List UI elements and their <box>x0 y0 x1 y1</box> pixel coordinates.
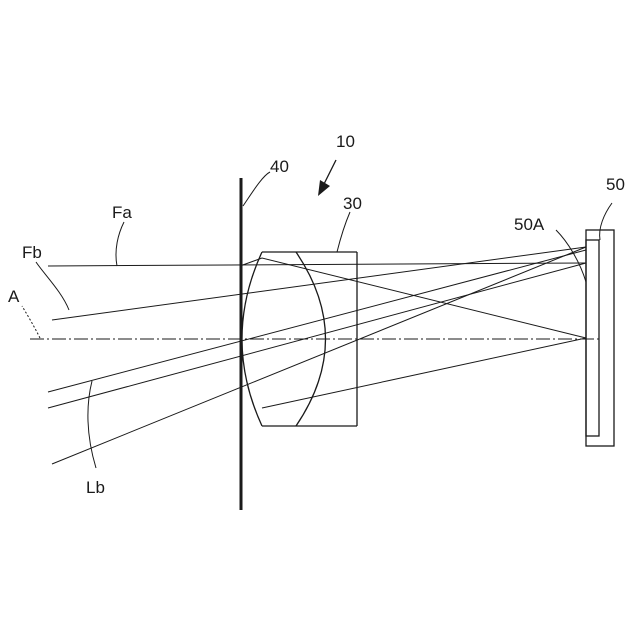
leader-lb <box>88 381 96 468</box>
label-lb: Lb <box>86 478 105 497</box>
sensor-housing <box>586 230 614 446</box>
leader-a <box>22 306 40 338</box>
leader-fb <box>36 262 69 310</box>
sensor <box>586 230 614 446</box>
leader-50a <box>556 230 586 282</box>
leader-lines <box>22 160 612 468</box>
ray-axis-upper <box>240 258 586 338</box>
label-a: A <box>8 287 20 306</box>
label-fa: Fa <box>112 203 132 222</box>
label-10: 10 <box>336 132 355 151</box>
leader-fa <box>116 222 124 266</box>
label-50: 50 <box>606 175 625 194</box>
leader-40 <box>243 172 270 206</box>
ray-axis-lower <box>262 338 586 408</box>
label-fb: Fb <box>22 243 42 262</box>
arrow-10-head <box>318 180 330 196</box>
ray-fa-upper <box>48 263 586 266</box>
leader-30 <box>337 212 350 252</box>
leader-50 <box>600 203 612 240</box>
arrow-10-shaft <box>323 160 336 186</box>
ray-fb-upper <box>52 247 586 320</box>
label-50a: 50A <box>514 215 545 234</box>
light-rays <box>48 247 586 464</box>
reference-labels: 10 40 30 50 50A Fa Fb A Lb <box>8 132 625 497</box>
sensor-imaging-surface <box>586 240 599 436</box>
label-30: 30 <box>343 194 362 213</box>
label-40: 40 <box>270 157 289 176</box>
